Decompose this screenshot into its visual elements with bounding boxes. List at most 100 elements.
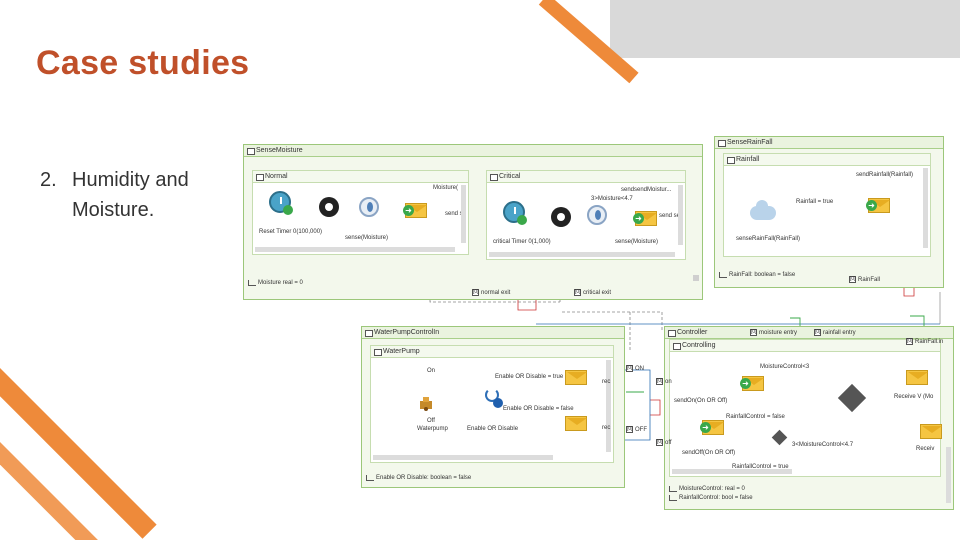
rainfall-state[interactable]: Rainfall sendRainfall(Rainfall) Rainfall…: [723, 153, 931, 257]
bottom-left-orange-stripe-1: [0, 362, 157, 539]
bottom-left-orange-stripe-2: [0, 436, 101, 540]
send-message-icon: [906, 370, 928, 385]
decision-small-icon: [771, 429, 788, 446]
normal-send-label: send s: [445, 211, 463, 217]
critical-top-right-label: sendsendMoistur...: [621, 187, 672, 193]
arrow-icon: ➜: [633, 213, 644, 224]
power-icon: [485, 388, 499, 402]
water-pump-state-title: WaterPump: [371, 346, 613, 358]
pump-rec-label-1: rec: [602, 379, 611, 385]
critical-timer-label: critical Timer 0(1,000): [493, 239, 551, 245]
rainfall-in-port-id: [0]: [906, 338, 913, 345]
rainfall-vscrollbar[interactable]: [923, 168, 928, 248]
normal-bottom-label: sense(Moisture): [345, 235, 389, 241]
controller-off-port-label: off: [665, 440, 672, 447]
water-pump-state[interactable]: WaterPump On Enable OR Disable = true En…: [370, 345, 614, 463]
header-gray-band: [610, 0, 960, 58]
pump-name-label: Waterpump: [417, 426, 448, 432]
receive-label: Receiv: [916, 446, 935, 452]
pump-off-port-label: OFF: [635, 427, 647, 434]
normal-state-title: Normal: [253, 171, 468, 183]
send-message-icon: [565, 370, 587, 385]
normal-scrollbar[interactable]: [255, 247, 455, 252]
gear-icon: [551, 207, 571, 227]
rainfall-control-false-label: RainfallControl = false: [726, 414, 785, 420]
sense-moisture-panel[interactable]: SenseMoisture Normal ➜ Moisture( send s …: [243, 144, 703, 300]
moisture-entry-port-id: [0]: [750, 329, 757, 336]
receive-v-label: Receive V (Mo: [894, 394, 934, 400]
moisture-entry-port-label: moisture entry: [759, 330, 798, 337]
controller-off-port-id: [0]: [656, 439, 663, 446]
slide-title: Case studies: [36, 44, 250, 82]
rainfall-entry-port[interactable]: [0]rainfall entry: [814, 329, 856, 337]
send-message-icon: [920, 424, 942, 439]
controller-vscrollbar[interactable]: [946, 447, 951, 503]
moisture-sensor-icon: [587, 205, 607, 225]
critical-vscrollbar[interactable]: [678, 185, 683, 245]
controlling-state-title: Controlling: [670, 340, 940, 352]
rainfall-port-label: RainFall: [858, 277, 881, 284]
critical-exit-id: [0]: [574, 289, 581, 296]
controller-on-port-id: [0]: [656, 378, 663, 385]
send-message-icon: [565, 416, 587, 431]
normal-exit-port[interactable]: [0]normal exit: [472, 289, 510, 297]
water-pump-variable: Enable OR Disable: boolean = false: [364, 473, 622, 483]
sense-moisture-title: SenseMoisture: [244, 145, 702, 157]
normal-vscrollbar[interactable]: [461, 185, 466, 243]
pump-vscrollbar[interactable]: [606, 360, 611, 452]
decision-icon: [837, 383, 867, 413]
normal-exit-id: [0]: [472, 289, 479, 296]
controlling-state[interactable]: Controlling MoistureControl<3 ➜ Receive …: [669, 339, 942, 477]
check-icon: [517, 215, 527, 225]
pump-rec-label-2: rec: [602, 425, 611, 431]
normal-timer-label: Reset Timer 0(100,000): [259, 229, 323, 235]
water-pump-control-panel[interactable]: WaterPumpControlIn WaterPump On Enable O…: [361, 326, 625, 488]
pump-scrollbar[interactable]: [373, 455, 553, 460]
sense-rainfall-panel[interactable]: SenseRainFall Rainfall sendRainfall(Rain…: [714, 136, 944, 288]
arrow-icon: ➜: [700, 422, 711, 433]
arrow-icon: ➜: [403, 205, 414, 216]
pump-on-port-id: [0]: [626, 365, 633, 372]
moisture-entry-port[interactable]: [0]moisture entry: [750, 329, 797, 337]
pump-on-port[interactable]: [0]ON: [626, 365, 644, 373]
controller-title: Controller: [665, 327, 953, 339]
enable-true-label: Enable OR Disable = true: [495, 374, 564, 380]
critical-bottom-label: sense(Moisture): [615, 239, 659, 245]
enable-false-label: Enable OR Disable = false: [503, 406, 574, 412]
normal-exit-label: normal exit: [481, 290, 511, 297]
gear-icon: [319, 197, 339, 217]
rainfall-port-id: [0]: [849, 276, 856, 283]
rainfall-port[interactable]: [0]RainFall: [849, 276, 880, 284]
moisture-sensor-icon: [359, 197, 379, 217]
rainfall-in-port-label: RainFall.in: [915, 339, 944, 346]
rain-cloud-icon: [750, 200, 776, 220]
check-icon: [283, 205, 293, 215]
critical-scrollbar[interactable]: [489, 252, 675, 257]
bullet-number: 2.: [40, 169, 57, 191]
pump-on-label: On: [427, 368, 436, 374]
critical-state[interactable]: Critical sendsendMoistur... 3>Moisture<4…: [486, 170, 686, 260]
sense-moisture-variable: Moisture real = 0: [246, 278, 700, 288]
moisture-control-label: MoistureControl<3: [760, 364, 810, 370]
rainfall-entry-port-id: [0]: [814, 329, 821, 336]
rainfall-in-port[interactable]: [0]RainFall.in: [906, 338, 943, 346]
controller-off-port[interactable]: [0]off: [656, 439, 672, 447]
normal-state[interactable]: Normal ➜ Moisture( send s Reset Timer 0(…: [252, 170, 469, 255]
critical-state-title: Critical: [487, 171, 685, 183]
send-on-label: sendOn(On OR Off): [674, 398, 728, 404]
controller-variable-1: MoistureControl: real = 0: [667, 484, 951, 494]
disable-label: Enable OR Disable: [467, 426, 519, 432]
pump-off-port[interactable]: [0]OFF: [626, 426, 647, 434]
critical-exit-port[interactable]: [0]critical exit: [574, 289, 611, 297]
water-pump-icon: [417, 394, 435, 412]
send-off-label: sendOff(On OR Off): [682, 450, 736, 456]
controller-scrollbar[interactable]: [672, 469, 792, 474]
controller-on-port[interactable]: [0]on: [656, 378, 672, 386]
rainfall-state-title: Rainfall: [724, 154, 930, 166]
bullet-line-2: Moisture.: [72, 199, 155, 221]
critical-condition-label: 3>Moisture<4.7: [591, 196, 633, 202]
pump-off-label: Off: [427, 418, 435, 424]
rainfall-sense-label: senseRainFall(RainFall): [736, 236, 801, 242]
controller-panel[interactable]: Controller Controlling MoistureControl<3…: [664, 326, 954, 510]
normal-top-right-label: Moisture(: [433, 185, 459, 191]
